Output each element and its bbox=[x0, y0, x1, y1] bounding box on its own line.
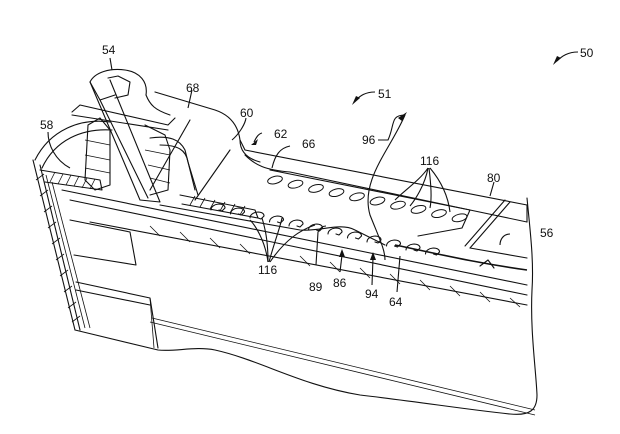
label-86: 64 bbox=[389, 295, 403, 309]
label-58: 58 bbox=[40, 118, 54, 132]
label-66: 66 bbox=[302, 137, 316, 151]
upper-hole-row bbox=[267, 175, 468, 223]
perforation-hole bbox=[390, 200, 406, 210]
cut-perforation-hole bbox=[327, 227, 343, 236]
cut-perforation-hole bbox=[385, 239, 402, 248]
perforation-hole bbox=[369, 196, 386, 206]
label-116-lower: 116 bbox=[258, 263, 277, 277]
cut-perforation-hole bbox=[288, 219, 304, 228]
label-60: 60 bbox=[240, 106, 254, 120]
leader-lines bbox=[47, 51, 579, 293]
perforation-hole bbox=[328, 188, 345, 198]
perforation-hole bbox=[287, 179, 304, 189]
label-116-upper: 116 bbox=[420, 154, 439, 168]
panel-body bbox=[32, 159, 538, 416]
perforation-hole bbox=[451, 213, 468, 223]
label-89: 89 bbox=[309, 280, 323, 294]
label-50: 50 bbox=[580, 46, 594, 60]
cut-perforation-hole bbox=[249, 211, 265, 220]
cut-perforation-hole bbox=[405, 243, 421, 252]
reference-labels: 54 68 58 60 62 66 51 50 96 116 80 56 116… bbox=[40, 43, 594, 309]
label-62: 62 bbox=[274, 127, 288, 141]
perforation-hole bbox=[431, 209, 447, 219]
cut-perforation-hole bbox=[366, 235, 382, 244]
cut-perforation-hole bbox=[268, 215, 285, 224]
label-68: 80 bbox=[487, 171, 501, 185]
label-56: 56 bbox=[540, 226, 554, 240]
label-80: 86 bbox=[333, 276, 347, 290]
cut-perforation-hole bbox=[346, 231, 363, 240]
perforation-hole bbox=[308, 183, 324, 193]
cut-perforation-hole bbox=[210, 203, 226, 212]
label-94: 94 bbox=[365, 287, 379, 301]
fastener-assembly bbox=[34, 68, 259, 219]
label-96: 96 bbox=[362, 133, 376, 147]
perforation-hole bbox=[267, 175, 283, 185]
perforation-hole bbox=[349, 192, 365, 202]
label-54: 54 bbox=[102, 43, 116, 57]
label-51: 51 bbox=[378, 87, 392, 101]
cut-perforation-hole bbox=[424, 247, 441, 256]
perforation-hole bbox=[410, 204, 427, 214]
label-64: 68 bbox=[186, 81, 200, 95]
top-plate bbox=[149, 91, 528, 271]
